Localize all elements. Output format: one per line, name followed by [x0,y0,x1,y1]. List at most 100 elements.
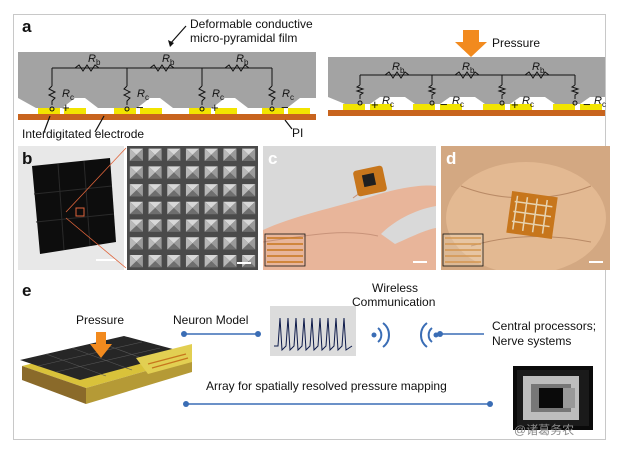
rc-label: Rc [594,95,606,110]
plus-sign: + [62,100,70,115]
micro-pyramid [242,237,256,250]
minus-sign: − [281,100,289,115]
electrode [553,104,575,110]
nerve-systems-label: Nerve systems [492,334,572,348]
pressure-label-e: Pressure [76,313,125,327]
electrode [510,104,532,110]
film-pointer [169,25,187,45]
micro-pyramid [242,184,256,197]
micro-pyramid [148,184,162,197]
micro-pyramid [148,219,162,232]
pressure-label-a: Pressure [492,36,541,50]
electrode-label: Interdigitated electrode [22,127,145,141]
panel-b-photo [18,146,124,270]
circuit-right [355,71,580,106]
micro-pyramid [167,254,181,268]
rc-label: Rc [212,88,224,103]
micro-pyramid [242,201,256,215]
micro-pyramid [223,184,237,197]
film-label-line2: micro-pyramidal film [190,31,298,45]
connector-line [181,331,261,337]
circuit-left [47,64,277,112]
micro-pyramid [129,166,143,179]
electrode [288,108,310,114]
pi-substrate-right [328,110,605,116]
plus-sign: + [211,100,219,115]
electrode [215,108,237,114]
micro-pyramid [223,201,237,215]
electrode [64,108,86,114]
micro-pyramid [185,148,200,162]
panel-e-label: e [22,281,32,300]
pressure-arrow-icon-e [90,332,112,358]
rc-label: Rc [137,88,149,103]
micro-pyramid [129,254,143,268]
micro-pyramid [148,237,162,250]
micro-pyramid [185,254,200,268]
micro-pyramid [223,219,237,232]
pi-substrate-left [18,114,316,120]
micro-pyramid [148,201,162,215]
micro-pyramid [223,166,237,179]
rb-label: Rb [462,61,475,76]
micro-pyramid [129,148,143,162]
micro-pyramid [223,237,237,250]
micro-pyramid [167,148,181,162]
micro-pyramid [223,254,237,268]
micro-pyramid [204,201,218,215]
rb-label: Rb [236,53,249,68]
micro-pyramid [129,184,143,197]
film-right [328,57,605,104]
micro-pyramid [204,219,218,232]
neuron-model-label: Neuron Model [173,313,249,327]
plus-sign: + [371,97,379,112]
panel-d-label: d [446,149,457,168]
micro-pyramid [204,166,218,179]
electrode [370,104,392,110]
micro-pyramid [204,254,218,268]
rb-label: Rb [532,61,545,76]
electrode [413,104,435,110]
micro-pyramid [148,166,162,179]
minus-sign: − [583,97,591,112]
wireless-signal-out-icon [371,322,390,348]
electrode-pointer [43,115,51,133]
pi-label: PI [292,126,304,140]
electrode [580,104,602,110]
micro-pyramid [204,148,218,162]
connector-line [183,401,493,407]
pi-pointer [284,119,293,130]
electrode [140,108,162,114]
rc-label: Rc [522,95,534,110]
micro-pyramid [148,148,162,162]
micro-pyramid [129,201,143,215]
micro-pyramid [185,184,200,197]
watermark: @诸葛务农 [514,423,575,437]
micro-pyramid [185,237,200,250]
panel-c-photo [263,146,436,270]
plus-sign: + [511,97,519,112]
micro-pyramid [129,219,143,232]
rc-label: Rc [382,95,394,110]
rb-label: Rb [88,53,101,68]
film-left [18,52,316,108]
micro-pyramid [167,201,181,215]
micro-pyramid [223,148,237,162]
film-label-line1: Deformable conductive [190,17,313,31]
micro-pyramid [129,237,143,250]
rb-label: Rb [392,61,405,76]
micro-pyramid [242,254,256,268]
panel-b-label: b [22,149,33,168]
micro-pyramid [204,237,218,250]
rc-label: Rc [282,88,294,103]
panel-d-photo [441,146,610,270]
central-processors-label: Central processors; [492,319,597,333]
micro-pyramid [242,219,256,232]
minus-sign: − [136,100,144,115]
micro-pyramid [204,184,218,197]
electrode [343,104,365,110]
micro-pyramid [167,237,181,250]
spike-train-panel [270,306,356,356]
panel-b-sem-image [127,146,258,270]
